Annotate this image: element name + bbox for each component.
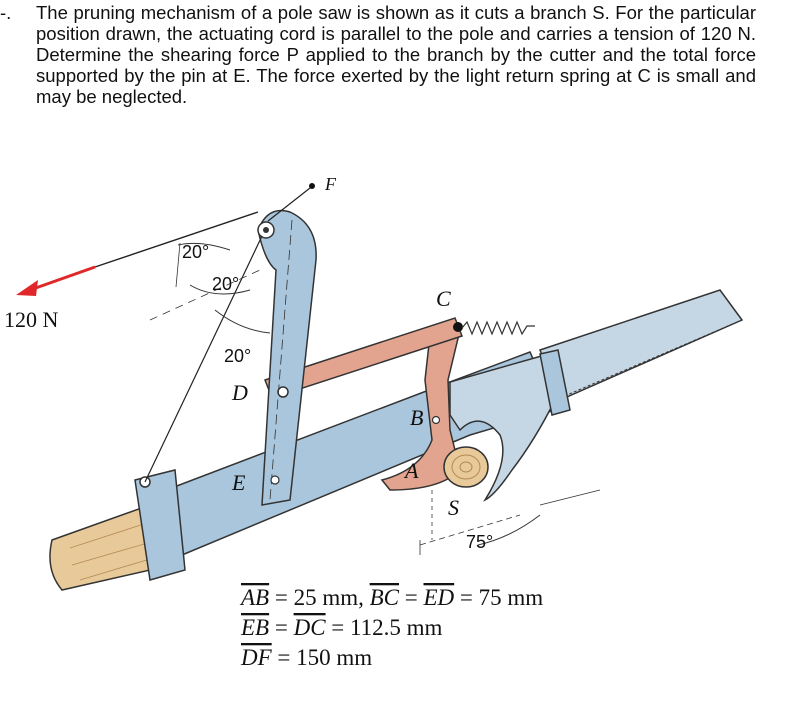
label-e: E	[231, 470, 246, 495]
label-c: C	[436, 286, 451, 311]
angle-label-2: 20°	[212, 274, 239, 294]
problem-text: The pruning mechanism of a pole saw is s…	[36, 2, 756, 107]
angle-label-4: 75°	[466, 532, 493, 552]
label-force: 120 N	[4, 307, 59, 332]
dimensions-block: AB = 25 mm, BC = ED = 75 mm EB = DC = 11…	[239, 585, 543, 670]
pin-b	[431, 415, 441, 425]
cutter-hook	[449, 349, 571, 502]
actuating-cord	[94, 187, 311, 483]
force-arrow	[16, 265, 96, 296]
pin-e	[270, 475, 280, 485]
angle-label-1: 20°	[182, 242, 209, 262]
label-f: F	[324, 174, 337, 194]
angle-label-3: 20°	[224, 346, 251, 366]
dimension-line-2: EB = DC = 112.5 mm	[240, 615, 443, 640]
label-s: S	[448, 495, 459, 520]
label-d: D	[231, 380, 248, 405]
angle-arcs	[177, 242, 541, 546]
lever-ef	[257, 209, 317, 506]
saw-blade	[539, 289, 744, 401]
list-bullet: -.	[0, 2, 12, 23]
dimension-line-3: DF = 150 mm	[240, 645, 372, 670]
construction-lines	[149, 242, 601, 555]
return-spring	[461, 320, 535, 336]
branch-s	[443, 446, 489, 488]
label-b: B	[410, 405, 423, 430]
label-a: A	[403, 458, 419, 483]
dimension-line-1: AB = 25 mm, BC = ED = 75 mm	[239, 585, 543, 610]
